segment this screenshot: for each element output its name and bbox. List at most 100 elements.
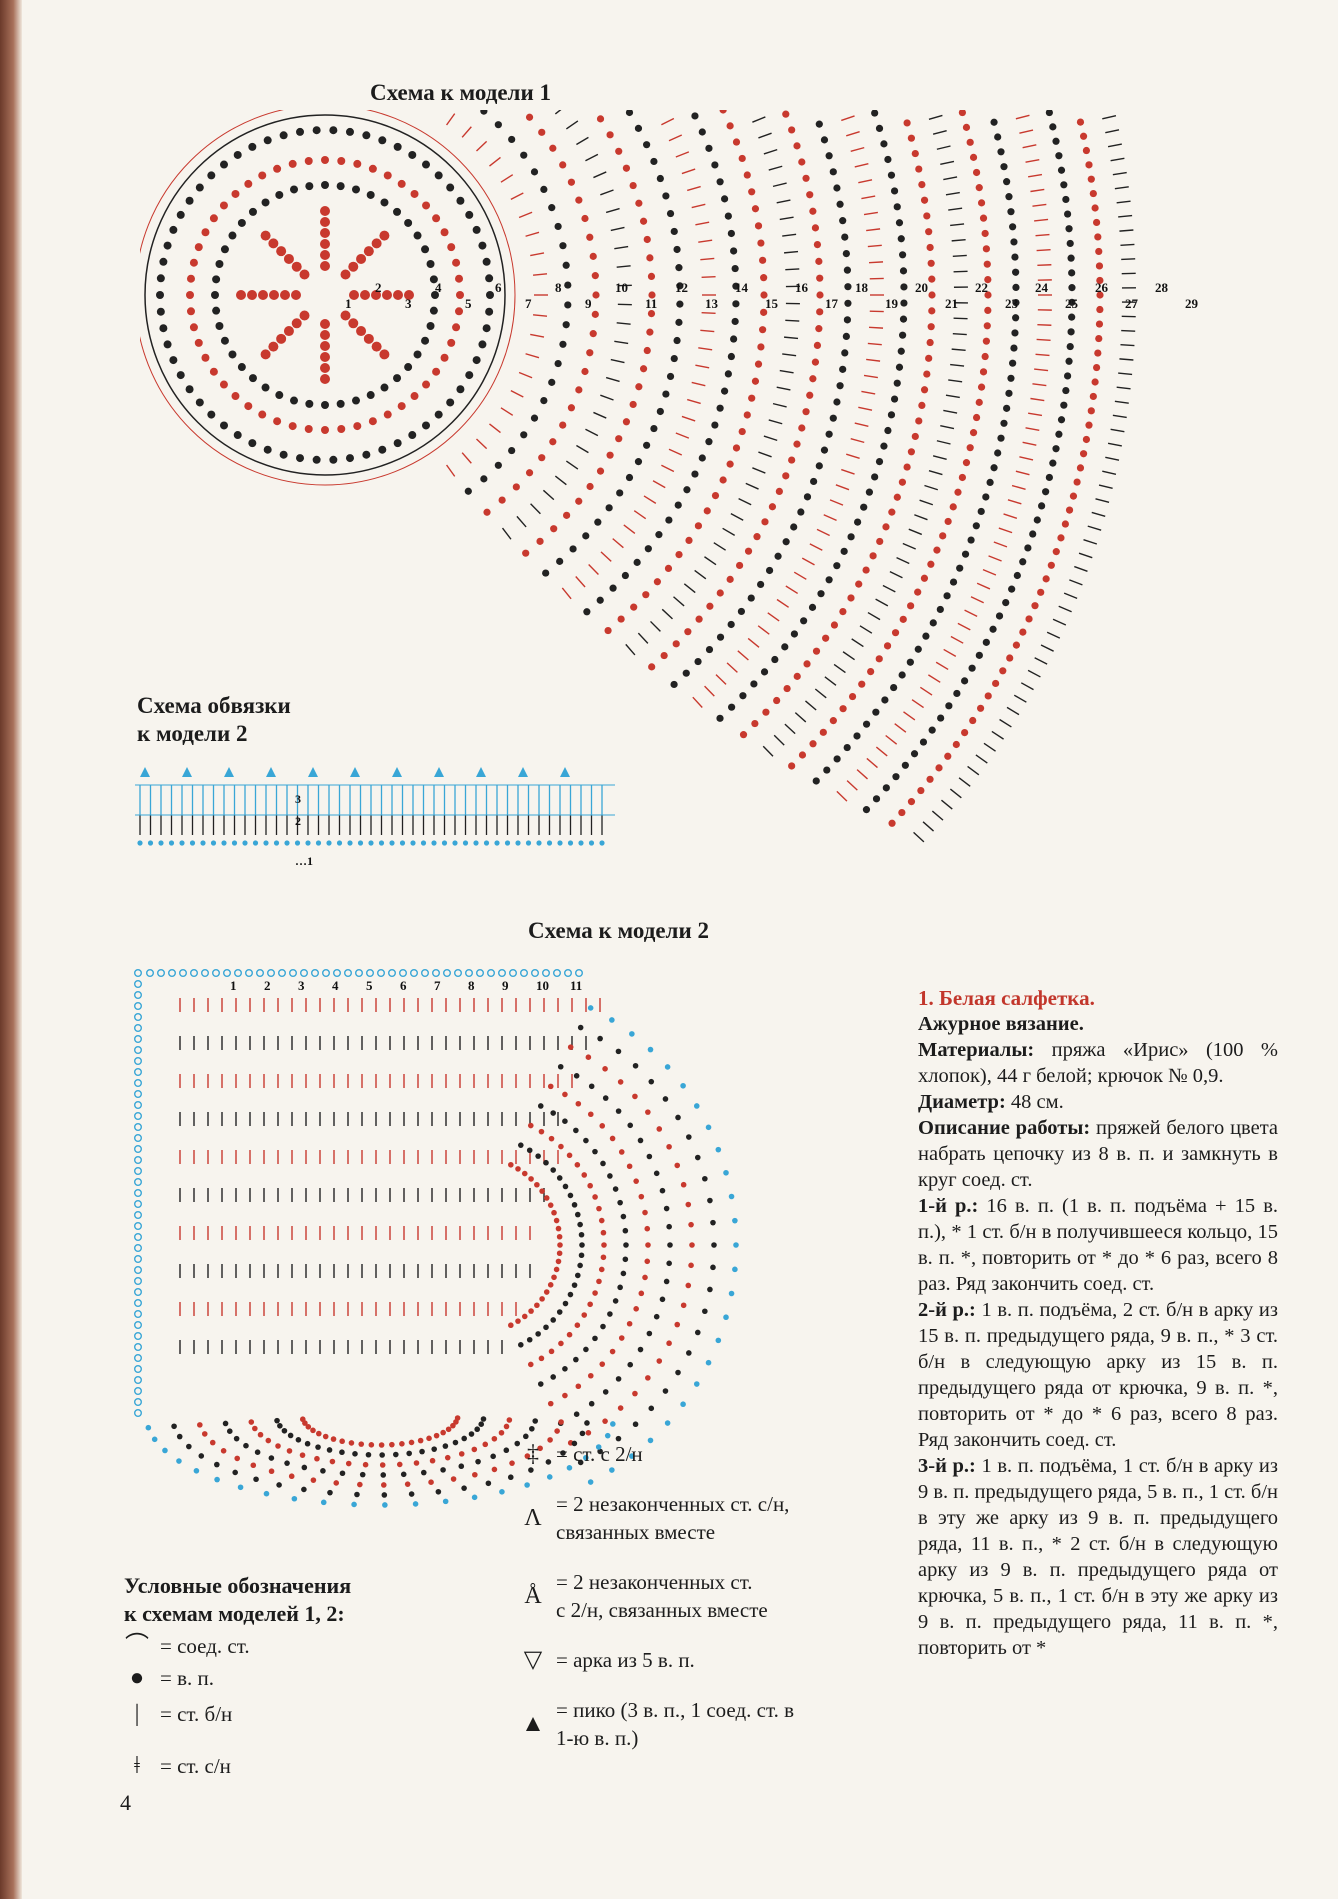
chain-dot <box>739 731 748 739</box>
chain-dot <box>735 561 744 570</box>
chain-dot <box>389 840 395 846</box>
chain-dot <box>549 144 557 152</box>
chain-dot <box>643 235 651 244</box>
stitch-mark <box>850 438 865 444</box>
chain-dot <box>268 238 279 249</box>
chain-dot <box>598 1217 605 1224</box>
chain-dot <box>920 574 929 582</box>
chain-dot <box>210 840 217 846</box>
chain-dot <box>284 1460 290 1466</box>
stitch-mark <box>1114 400 1129 404</box>
stitch-mark <box>863 374 878 379</box>
chain-dot <box>253 1476 259 1483</box>
chain-dot <box>412 1501 419 1507</box>
chain-dot <box>471 1494 478 1501</box>
stitch-mark <box>575 576 586 588</box>
chain-dot <box>674 1321 681 1328</box>
chain-dot <box>574 1322 581 1329</box>
chain-dot <box>480 110 488 115</box>
chain-dot <box>1062 386 1070 395</box>
chain-dot <box>362 131 371 140</box>
chain-dot <box>825 576 833 584</box>
stitch-mark <box>919 686 933 696</box>
chain-dot <box>1064 210 1072 218</box>
chain-dot <box>618 1149 625 1155</box>
chain-dot <box>432 214 441 223</box>
picot-icon <box>434 767 444 777</box>
chain-dot <box>716 404 724 412</box>
chain-dot <box>366 391 375 400</box>
chain-dot <box>685 1201 692 1208</box>
stitch-mark <box>914 514 928 521</box>
picot-icon <box>518 767 528 777</box>
chain-dot <box>336 399 345 408</box>
chain-dot <box>650 424 658 433</box>
chain-dot <box>984 291 992 299</box>
chain-dot <box>811 358 820 366</box>
chain-dot <box>515 1318 521 1324</box>
chain-dot <box>273 417 282 426</box>
chain-dot <box>623 1242 629 1248</box>
chain-dot <box>320 250 330 260</box>
stitch-mark <box>476 438 488 450</box>
legend-item: ǂ= ст. с/н <box>120 1752 250 1780</box>
chain-dot <box>522 549 530 557</box>
chain-dot <box>809 375 817 383</box>
chain-dot <box>715 1146 722 1153</box>
stitch-mark <box>779 369 794 374</box>
chain-dot <box>1012 283 1020 292</box>
chain-dot <box>536 537 544 545</box>
chain-dot <box>1087 175 1095 183</box>
chain-dot <box>600 1229 607 1236</box>
chain-dot <box>263 445 272 454</box>
chain-dot <box>632 1062 639 1069</box>
chain-dot <box>354 1491 360 1498</box>
stitch-mark <box>859 625 873 634</box>
chain-dot <box>1060 401 1068 409</box>
chain-dot <box>133 1332 142 1341</box>
chain-dot <box>539 1296 545 1302</box>
chain-dot <box>822 634 830 642</box>
chain-dot <box>567 404 576 412</box>
stitch-mark <box>784 723 796 735</box>
chain-dot <box>984 275 992 284</box>
chain-dot <box>504 840 511 846</box>
chain-dot <box>899 615 907 623</box>
chain-dot <box>220 1448 227 1454</box>
chain-dot <box>133 1321 142 1330</box>
chain-dot <box>664 1420 671 1426</box>
chain-dot <box>566 1465 573 1471</box>
chain-dot <box>1042 488 1050 496</box>
chain-dot <box>133 1376 142 1385</box>
stitch-mark <box>588 563 599 575</box>
chain-dot <box>689 1242 695 1248</box>
stitch-mark <box>924 484 939 491</box>
chain-dot <box>413 1460 420 1466</box>
chain-dot <box>813 341 822 350</box>
chain-dot <box>900 283 908 291</box>
stitch-mark <box>784 336 799 340</box>
chain-dot <box>321 156 329 164</box>
chain-dot <box>954 488 962 496</box>
chain-dot <box>509 1460 515 1466</box>
chain-dot <box>1012 268 1020 276</box>
chain-dot <box>376 968 385 977</box>
chain-dot <box>1037 588 1045 596</box>
chain-dot <box>653 1170 660 1177</box>
chain-dot <box>783 684 791 693</box>
chain-dot <box>643 346 651 355</box>
chain-dot <box>899 251 907 259</box>
chain-dot <box>263 136 272 145</box>
chain-dot <box>538 128 546 136</box>
stitch-mark <box>867 244 882 248</box>
chain-dot <box>724 370 732 378</box>
chain-dot <box>146 968 155 977</box>
chain-dot <box>727 229 735 238</box>
chain-dot <box>446 183 455 192</box>
row-label: 6 <box>495 280 502 295</box>
chain-dot <box>809 740 817 748</box>
chain-dot <box>291 290 301 300</box>
stitch-mark <box>616 265 631 268</box>
chain-dot <box>591 272 599 280</box>
chain-dot <box>320 261 330 271</box>
